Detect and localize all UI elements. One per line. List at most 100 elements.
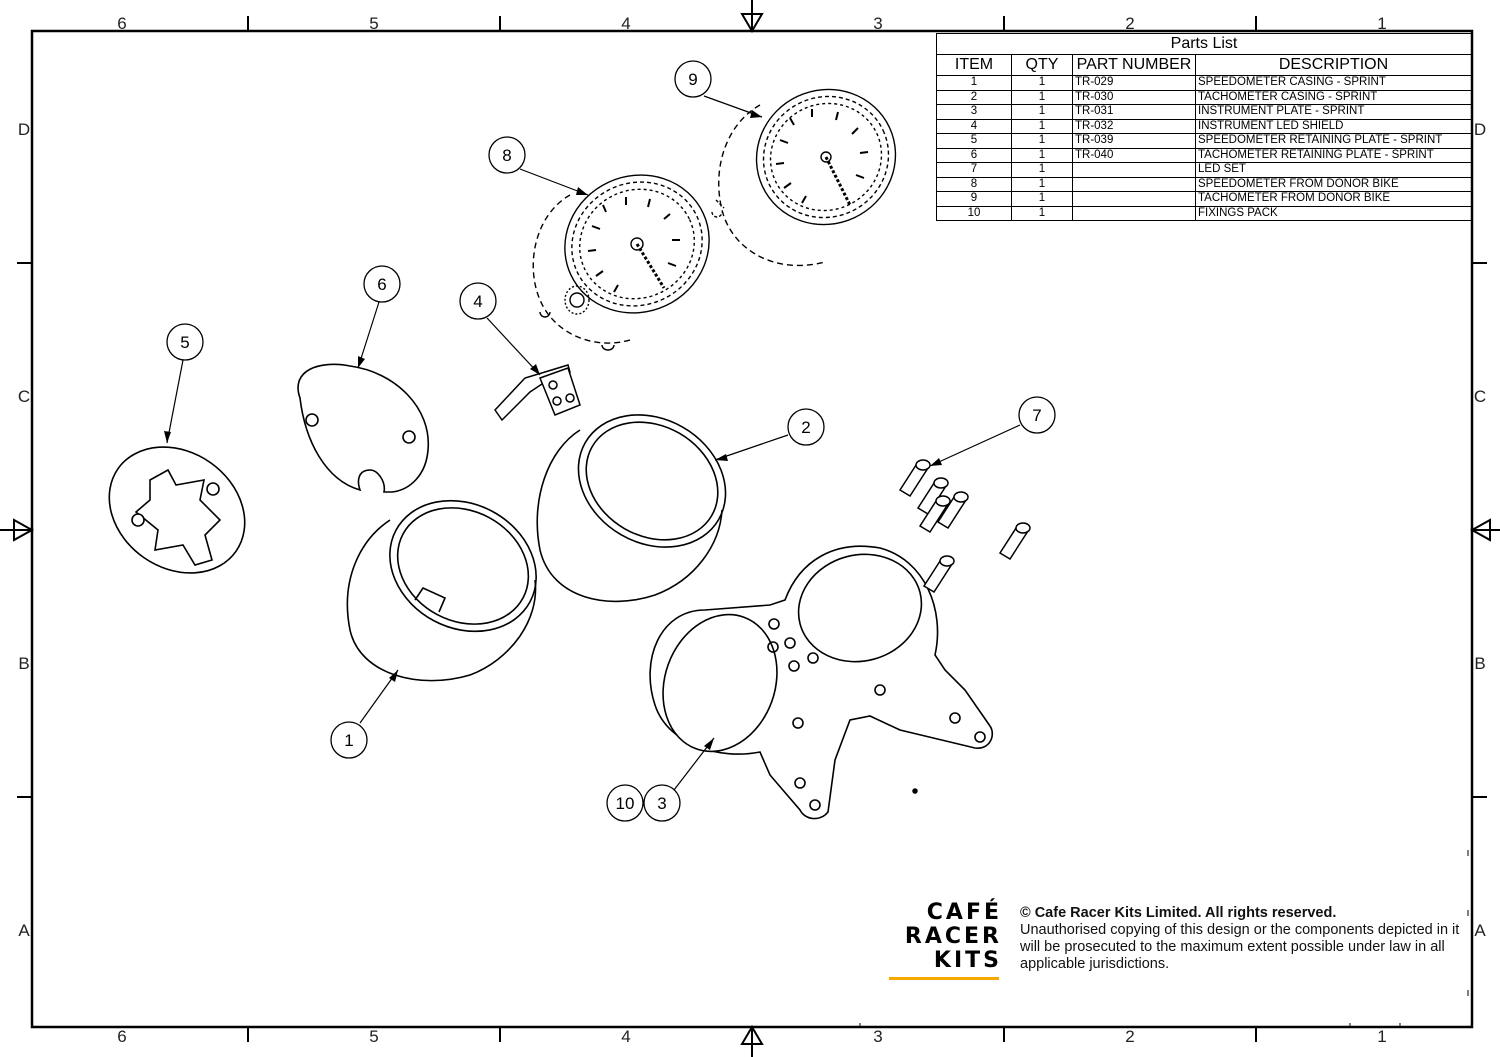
callout-9: 9 [674,60,712,98]
logo-line: CAFÉ [926,900,1002,925]
zone-col-top: 1 [1377,14,1386,33]
part-7-led-set [898,459,1031,794]
svg-text:5: 5 [180,333,189,352]
copyright-heading: © Cafe Racer Kits Limited. All rights re… [1020,905,1337,921]
cell-item: 6 [936,147,1012,163]
zone-col-top: 2 [1125,14,1134,33]
cell-item: 10 [936,205,1012,221]
callout-10: 10 [606,784,644,822]
zone-ticks [17,16,1487,1042]
cell-item: 2 [936,89,1012,105]
table-row: 9 1 TACHOMETER FROM DONOR BIKE [936,191,1472,207]
table-row: 8 1 SPEEDOMETER FROM DONOR BIKE [936,176,1472,192]
callout-8: 8 [488,136,526,174]
part-2-tachometer-casing [536,414,727,603]
cell-part-number [1072,205,1196,221]
table-row: 6 1 TR-040 TACHOMETER RETAINING PLATE - … [936,147,1472,163]
copyright-body: Unauthorised copying of this design or t… [1020,922,1460,972]
callout-5: 5 [166,323,204,361]
cell-part-number: TR-039 [1072,133,1196,149]
cell-description: TACHOMETER FROM DONOR BIKE [1195,191,1472,207]
table-row: 3 1 TR-031 INSTRUMENT PLATE - SPRINT [936,104,1472,120]
table-row: 2 1 TR-030 TACHOMETER CASING - SPRINT [936,89,1472,105]
cell-description: FIXINGS PACK [1195,205,1472,221]
zone-row-left: A [18,921,30,940]
cell-description: SPEEDOMETER FROM DONOR BIKE [1195,176,1472,192]
logo-line: RACER [904,924,1002,949]
cell-description: TACHOMETER CASING - SPRINT [1195,89,1472,105]
cell-qty: 1 [1011,162,1073,178]
cell-description: TACHOMETER RETAINING PLATE - SPRINT [1195,147,1472,163]
cell-part-number: TR-029 [1072,75,1196,91]
cell-qty: 1 [1011,118,1073,134]
col-header-qty: QTY [1011,54,1073,76]
zone-col-bottom: 3 [873,1027,882,1046]
copyright-notice: © Cafe Racer Kits Limited. All rights re… [1020,905,1460,973]
cell-item: 7 [936,162,1012,178]
logo-line: KITS [933,948,1002,973]
cell-description: INSTRUMENT LED SHIELD [1195,118,1472,134]
cell-qty: 1 [1011,205,1073,221]
cell-part-number: TR-040 [1072,147,1196,163]
part-9-tachometer [711,88,897,267]
callout-6: 6 [363,265,401,303]
col-header-part-number: PART NUMBER [1072,54,1196,76]
callout-3: 3 [643,784,681,822]
part-3-instrument-plate [649,545,994,820]
zone-col-bottom: 1 [1377,1027,1386,1046]
col-header-item: ITEM [936,54,1012,76]
cell-part-number: TR-032 [1072,118,1196,134]
callout-4: 4 [459,282,497,320]
cell-part-number [1072,176,1196,192]
parts-list-table: Parts List ITEM QTY PART NUMBER DESCRIPT… [936,33,1472,221]
svg-text:10: 10 [616,794,635,813]
zone-col-top: 6 [117,14,126,33]
cell-part-number [1072,191,1196,207]
parts-list-title: Parts List [936,33,1472,55]
cell-qty: 1 [1011,176,1073,192]
svg-text:4: 4 [473,292,482,311]
cell-item: 5 [936,133,1012,149]
cell-item: 3 [936,104,1012,120]
cell-qty: 1 [1011,133,1073,149]
callout-balloons: 9 8 4 6 5 2 7 1 10 3 [166,60,1056,822]
callout-2: 2 [787,408,825,446]
part-6-retaining-plate [297,363,429,493]
zone-row-left: C [18,387,30,406]
svg-text:2: 2 [801,418,810,437]
table-row: 5 1 TR-039 SPEEDOMETER RETAINING PLATE -… [936,133,1472,149]
cell-item: 1 [936,75,1012,91]
svg-text:7: 7 [1032,406,1041,425]
zone-col-top: 4 [621,14,630,33]
svg-text:3: 3 [657,794,666,813]
zone-col-top: 3 [873,14,882,33]
cell-description: SPEEDOMETER CASING - SPRINT [1195,75,1472,91]
cell-qty: 1 [1011,191,1073,207]
cafe-racer-kits-logo: CAFÉ RACER KITS [886,901,1002,973]
svg-text:9: 9 [688,70,697,89]
zone-col-top: 5 [369,14,378,33]
cell-qty: 1 [1011,89,1073,105]
leader-arrowheads [164,110,942,750]
zone-col-bottom: 5 [369,1027,378,1046]
zone-row-right: C [1474,387,1486,406]
cell-description: SPEEDOMETER RETAINING PLATE - SPRINT [1195,133,1472,149]
cell-item: 8 [936,176,1012,192]
zone-col-bottom: 4 [621,1027,630,1046]
cell-part-number: TR-030 [1072,89,1196,105]
zone-row-right: D [1474,120,1486,139]
zone-col-bottom: 2 [1125,1027,1134,1046]
zone-labels: 6 5 4 3 2 1 6 5 4 3 2 1 D C B A D C B A [18,14,1486,1046]
cell-qty: 1 [1011,147,1073,163]
table-row: 4 1 TR-032 INSTRUMENT LED SHIELD [936,118,1472,134]
cell-qty: 1 [1011,104,1073,120]
part-1-speedometer-casing [346,499,537,682]
logo-accent-bar [889,977,999,980]
part-5-retaining-plate [108,446,246,574]
cell-description: LED SET [1195,162,1472,178]
svg-text:6: 6 [377,275,386,294]
cell-item: 9 [936,191,1012,207]
zone-row-right: B [1474,654,1485,673]
